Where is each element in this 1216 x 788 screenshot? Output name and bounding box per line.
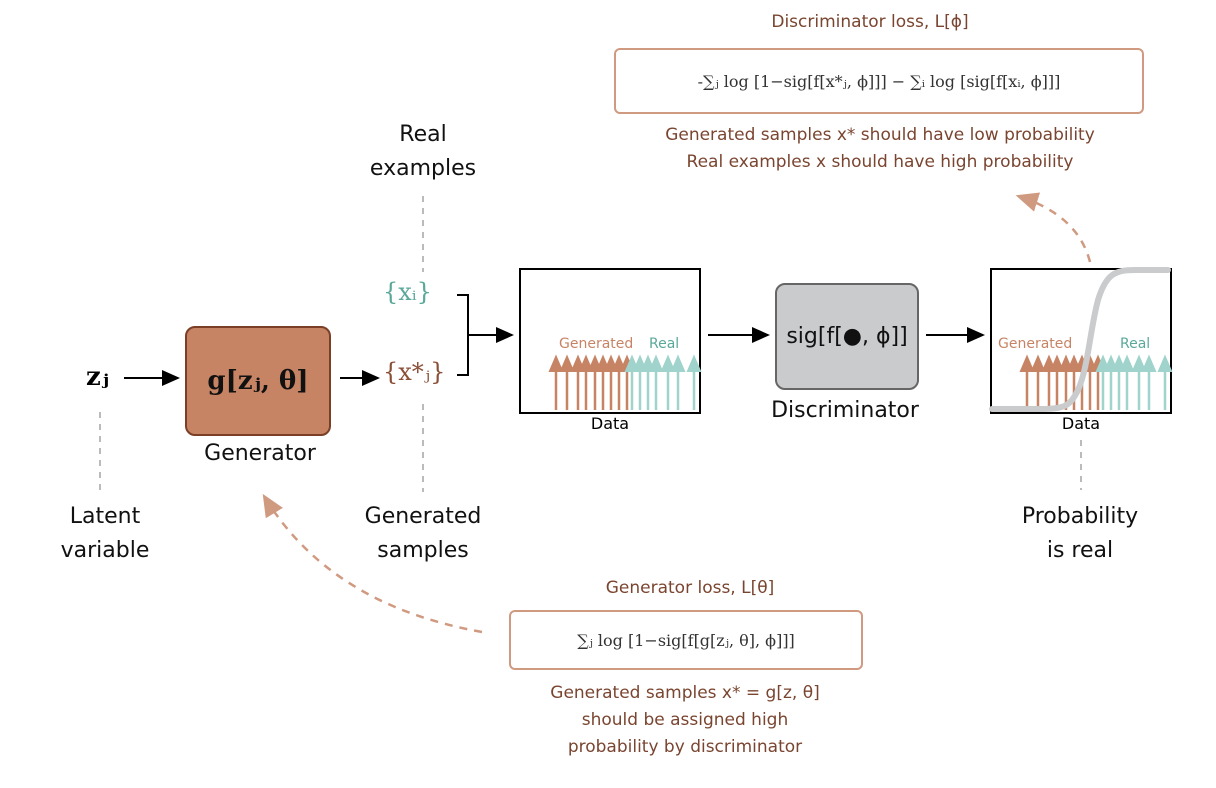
generator-note-line2: should be assigned high	[581, 710, 789, 730]
generator-note-line3: probability by discriminator	[567, 737, 803, 757]
generator-loss-arrow	[262, 493, 483, 634]
latent-line2: variable	[60, 538, 150, 563]
discriminator-box: sig[f[●, ϕ]]	[775, 283, 919, 390]
probability-line2: is real	[1046, 538, 1114, 563]
real-examples-line1: Real	[399, 122, 447, 147]
probability-line1: Probability	[1021, 504, 1139, 529]
generated-samples-line2: samples	[377, 538, 469, 563]
generator-loss-formula: ∑ⱼ log [1−sig[f[g[zⱼ, θ], ϕ]]]	[577, 630, 795, 650]
discriminator-note-line1: Generated samples x* should have low pro…	[665, 125, 1095, 145]
generated-samples-line1: Generated	[364, 504, 482, 529]
plot1-generated-arrows	[548, 354, 635, 410]
plot1-real-arrows	[624, 354, 702, 410]
plot2-real-label: Real	[1120, 336, 1151, 352]
generator-note-line1: Generated samples x* = g[z, θ]	[550, 683, 820, 703]
real-set-symbol: {xᵢ}	[383, 278, 432, 306]
discriminator-loss-box: -∑ⱼ log [1−sig[f[x*ⱼ, ϕ]]] − ∑ᵢ log [sig…	[614, 48, 1144, 114]
discriminator-formula: sig[f[●, ϕ]]	[786, 324, 908, 349]
latent-variable-label: Latent variable	[30, 500, 180, 568]
merge-bracket	[457, 294, 469, 376]
discriminator-note-line2: Real examples x should have high probabi…	[686, 152, 1074, 172]
discriminator-loss-formula: -∑ⱼ log [1−sig[f[x*ⱼ, ϕ]]] − ∑ᵢ log [sig…	[697, 71, 1061, 91]
generator-label: Generator	[204, 441, 316, 466]
real-examples-line2: examples	[369, 156, 477, 181]
data-plot-input: Generated Real	[519, 268, 701, 414]
generator-box: g[zⱼ, θ]	[185, 326, 331, 436]
discriminator-label: Discriminator	[771, 398, 919, 423]
generated-samples-label: Generated samples	[348, 500, 498, 568]
discriminator-loss-arrow	[1015, 192, 1092, 263]
generated-set-symbol: {x*ⱼ}	[383, 358, 446, 386]
sigmoid-curve	[989, 267, 1171, 412]
plot2-xlabel: Data	[1061, 414, 1101, 433]
plot2-real-arrows	[1095, 354, 1173, 410]
generator-loss-box: ∑ⱼ log [1−sig[f[g[zⱼ, θ], ϕ]]]	[509, 610, 863, 670]
plot1-real-label: Real	[649, 336, 680, 352]
plot1-xlabel: Data	[590, 414, 630, 433]
discriminator-loss-note: Generated samples x* should have low pro…	[600, 122, 1160, 176]
plot1-generated-label: Generated	[559, 336, 634, 352]
plot2-generated-label: Generated	[998, 336, 1073, 352]
generator-loss-note: Generated samples x* = g[z, θ] should be…	[500, 680, 870, 761]
generator-formula: g[zⱼ, θ]	[207, 366, 309, 396]
probability-label: Probability is real	[1000, 500, 1160, 568]
real-examples-label: Real examples	[353, 118, 493, 186]
latent-symbol: zⱼ	[86, 362, 109, 392]
generator-loss-title: Generator loss, L[θ]	[605, 578, 775, 598]
latent-line1: Latent	[69, 504, 141, 529]
discriminator-loss-title: Discriminator loss, L[ϕ]	[771, 12, 969, 32]
